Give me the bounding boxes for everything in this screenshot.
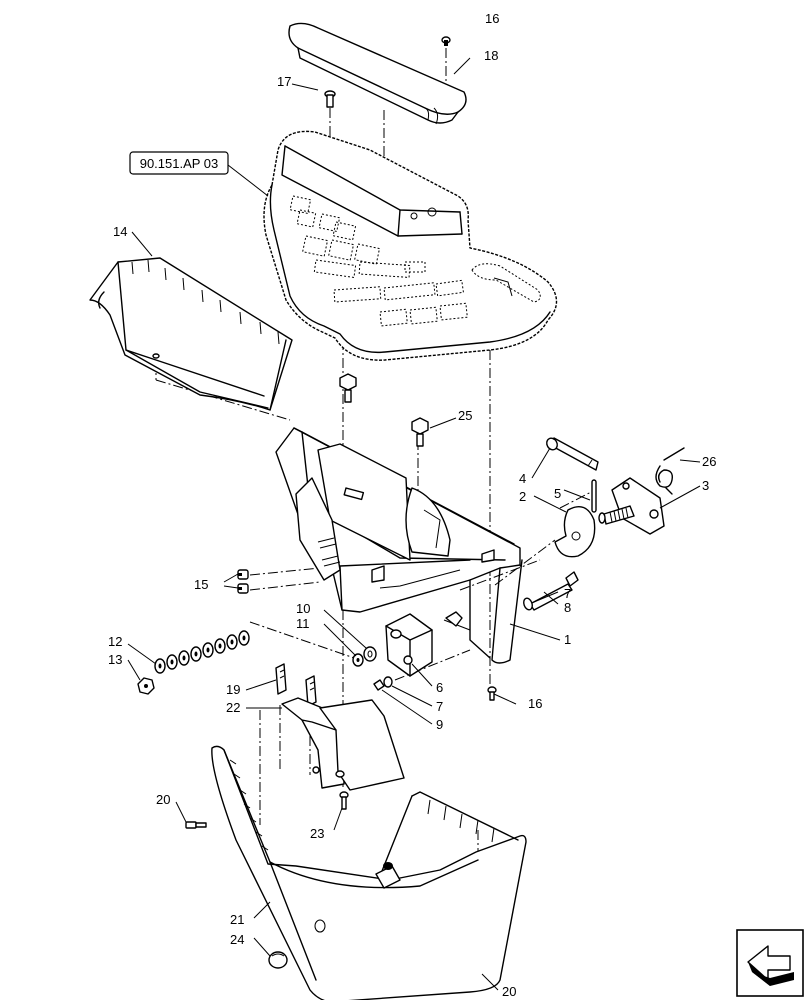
washer-7-upper: [523, 597, 533, 611]
callout-15: 15: [194, 577, 208, 592]
washer-10: [363, 646, 377, 662]
damper-block-6: [385, 613, 433, 677]
washer-11: [352, 653, 364, 667]
bolt-23: [339, 791, 349, 810]
pin-4: [546, 437, 599, 471]
callout-8: 8: [564, 600, 571, 615]
callout-25: 25: [458, 408, 472, 423]
callout-13: 13: [108, 652, 122, 667]
callout-3: 3: [702, 478, 709, 493]
latch-plate-3: [598, 477, 665, 535]
direction-arrow-icon: [736, 929, 804, 997]
callout-23: 23: [310, 826, 324, 841]
lower-cover-21: [211, 745, 527, 1000]
callout-7-lower: 7: [436, 699, 443, 714]
callout-7: 7: [564, 586, 571, 601]
screw-17: [324, 90, 336, 108]
flange-bolt-25: [411, 417, 429, 447]
screw-16-top: [441, 36, 451, 46]
callout-20-left: 20: [156, 792, 170, 807]
reference-label: 90.151.AP 03: [129, 151, 269, 197]
callout-21: 21: [230, 912, 244, 927]
callout-11: 11: [296, 616, 310, 631]
leader-lines: [127, 57, 701, 991]
bolt-9: [373, 679, 385, 691]
washer-7-lower: [383, 676, 393, 688]
control-console: [263, 130, 558, 361]
cotter-pin-5: [591, 479, 597, 513]
callout-1: 1: [564, 632, 571, 647]
callout-19: 19: [226, 682, 240, 697]
callout-14: 14: [113, 224, 127, 239]
callout-22: 22: [226, 700, 240, 715]
callout-12: 12: [108, 634, 122, 649]
armrest-pad: [288, 22, 467, 125]
callout-24: 24: [230, 932, 244, 947]
flange-bolt-upper: [339, 373, 357, 403]
callout-2: 2: [519, 489, 526, 504]
clip-19b: [305, 675, 317, 707]
bracket-22: [281, 697, 405, 791]
callout-numbers: 16 18 17 14 25 4 26 2 5 3 15 7 8 10 11 1…: [108, 11, 716, 999]
plug-24: [268, 951, 288, 969]
callout-9: 9: [436, 717, 443, 732]
washer-stack-12: [154, 630, 250, 674]
callout-16-lower: 16: [528, 696, 542, 711]
clip-19: [275, 663, 287, 695]
callout-20-bottom: 20: [502, 984, 516, 999]
main-bracket-1: [275, 427, 523, 664]
callout-18: 18: [484, 48, 498, 63]
cam-disc-2: [554, 506, 596, 558]
callout-26: 26: [702, 454, 716, 469]
nut-13: [137, 677, 155, 695]
callout-10: 10: [296, 601, 310, 616]
callout-16: 16: [485, 11, 499, 26]
bolt-20-left: [185, 821, 207, 829]
side-shroud-14: [89, 257, 293, 411]
reference-text: 90.151.AP 03: [140, 156, 219, 171]
bolt-16-lower: [487, 686, 497, 701]
callout-5: 5: [554, 486, 561, 501]
callout-4: 4: [519, 471, 526, 486]
screws-15: [237, 569, 249, 594]
bolt-8: [529, 571, 579, 611]
callout-17: 17: [277, 74, 291, 89]
callout-6: 6: [436, 680, 443, 695]
spring-26: [655, 447, 685, 495]
